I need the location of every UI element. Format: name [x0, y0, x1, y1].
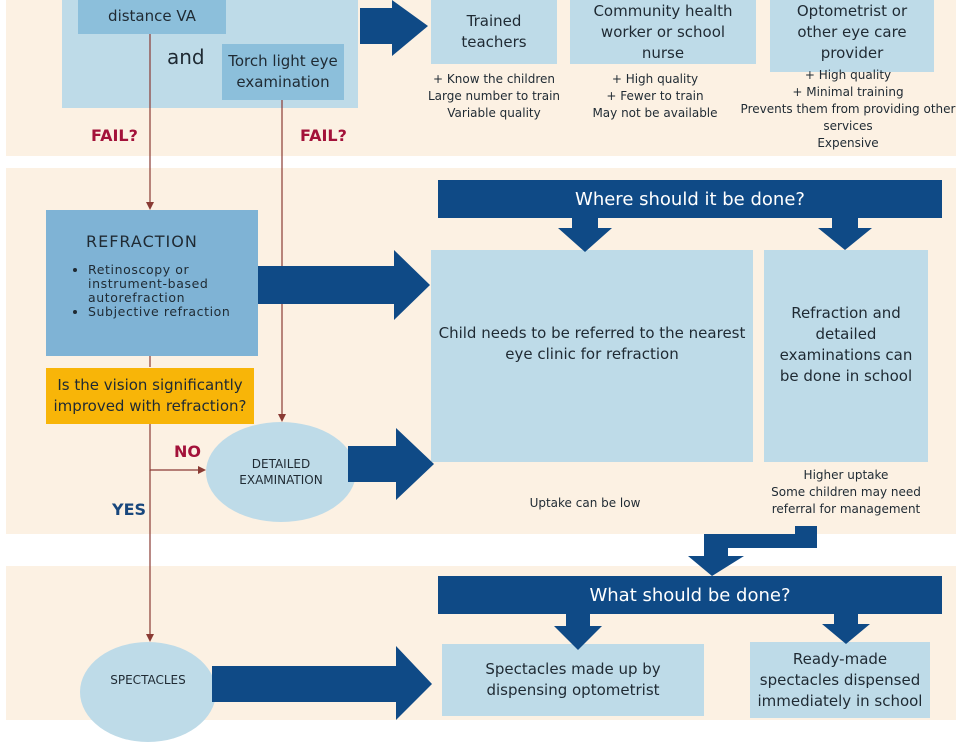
clinic-referral-label: Child needs to be referred to the neares… [438, 324, 746, 363]
what-banner-label: What should be done? [589, 584, 791, 606]
school-refraction-label: Refraction and detailed examinations can… [779, 304, 913, 385]
school-to-what-elbow-arrow [688, 526, 817, 576]
clinic-note: Uptake can be low [529, 496, 641, 510]
where-down-arrow-left [558, 216, 612, 252]
screener-box-teachers: Trained teachers [431, 0, 557, 64]
and-label: and [167, 45, 205, 69]
vision-question-label: Is the vision significantly improved wit… [53, 376, 247, 415]
note-line: Variable quality [447, 106, 541, 120]
note-line: + Know the children [433, 72, 555, 86]
connector-layer [146, 0, 872, 720]
refraction-methods-list: Retinoscopy or instrument-based autorefr… [74, 263, 248, 319]
torch-exam-label: Torch light eye examination [228, 52, 338, 91]
no-connector [149, 424, 206, 474]
no-label: NO [174, 442, 201, 461]
made-up-spectacles-label: Spectacles made up by dispensing optomet… [485, 660, 661, 699]
screener-title-chw: Community health worker or school nurse [593, 1, 733, 62]
refraction-box: REFRACTION Retinoscopy or instrument-bas… [46, 210, 258, 356]
vision-question-box: Is the vision significantly improved wit… [46, 368, 254, 424]
screener-notes-optometrist: + High quality + Minimal training Preven… [738, 67, 958, 152]
what-down-arrow-left [554, 612, 602, 650]
note-line: Higher uptake [803, 468, 889, 482]
detailed-exam-to-where-arrow [348, 428, 434, 500]
screener-box-optometrist: Optometrist or other eye care provider [770, 0, 934, 72]
refraction-title: REFRACTION [86, 232, 198, 251]
made-up-spectacles-box: Spectacles made up by dispensing optomet… [442, 644, 704, 716]
spectacles-label: SPECTACLES [110, 673, 186, 687]
note-line: Large number to train [427, 89, 561, 103]
screener-title-teachers: Trained teachers [461, 12, 527, 51]
detailed-exam-label: DETAILED EXAMINATION [239, 457, 323, 487]
note-line: Expensive [817, 136, 879, 150]
yes-label: YES [112, 500, 147, 519]
note-line: May not be available [592, 106, 718, 120]
note-line: + Minimal training [792, 85, 904, 99]
refraction-method-item: Retinoscopy or instrument-based autorefr… [88, 263, 248, 305]
fail-left-label: FAIL? [91, 126, 138, 145]
note-line: + High quality [611, 72, 699, 86]
fail-right-label: FAIL? [300, 126, 347, 145]
note-line: + Fewer to train [606, 89, 704, 103]
note-line: Prevents them from providing other servi… [740, 102, 956, 133]
screener-box-chw: Community health worker or school nurse [570, 0, 756, 64]
note-line: + High quality [804, 68, 892, 82]
school-refraction-box: Refraction and detailed examinations can… [764, 250, 928, 462]
refraction-to-where-arrow [258, 250, 430, 320]
screener-notes-chw: + High quality + Fewer to train May not … [580, 71, 730, 122]
refraction-method-item: Subjective refraction [88, 305, 248, 319]
where-banner-label: Where should it be done? [575, 188, 805, 210]
detailed-exam-ellipse: DETAILED EXAMINATION [206, 422, 356, 522]
screener-title-optometrist: Optometrist or other eye care provider [796, 1, 908, 62]
screener-notes-teachers: + Know the children Large number to trai… [420, 71, 568, 122]
what-down-arrow-right [822, 612, 870, 644]
where-down-arrow-right [818, 216, 872, 250]
monocular-va-label: Monocular distance VA [108, 0, 196, 25]
clinic-referral-box: Child needs to be referred to the neares… [431, 250, 753, 462]
ready-made-spectacles-label: Ready-made spectacles dispensed immediat… [757, 649, 923, 710]
screening-to-providers-arrow [360, 0, 428, 56]
what-banner: What should be done? [438, 576, 942, 614]
ready-made-spectacles-box: Ready-made spectacles dispensed immediat… [750, 642, 930, 718]
note-line: Some children may need referral for mana… [771, 485, 921, 516]
monocular-va-box: Monocular distance VA [78, 0, 226, 34]
spectacles-to-what-arrow [212, 646, 432, 720]
school-notes: Higher uptake Some children may need ref… [760, 467, 932, 518]
torch-exam-box: Torch light eye examination [222, 44, 344, 100]
where-banner: Where should it be done? [438, 180, 942, 218]
